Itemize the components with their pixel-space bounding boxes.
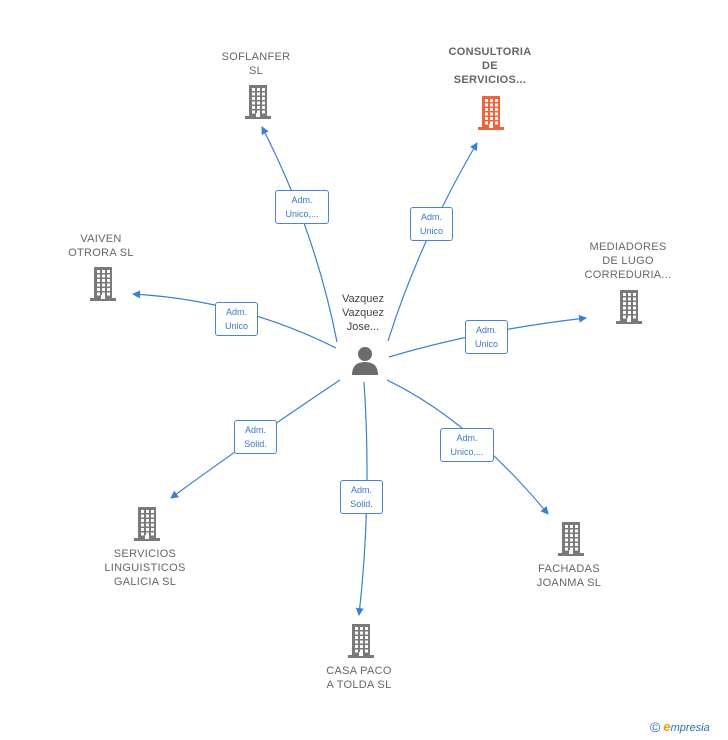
relation-label-line: Unico — [474, 339, 498, 349]
relation-label-line: Unico — [224, 321, 248, 331]
company-label-casapaco[interactable]: CASA PACO A TOLDA SL — [326, 664, 391, 692]
company-label-consultoria[interactable]: CONSULTORIA DE SERVICIOS... — [449, 45, 532, 87]
copyright-symbol: © — [650, 719, 661, 735]
building-icon[interactable] — [557, 522, 585, 556]
relation-label-line: Unico,... — [450, 447, 484, 457]
company-label-line: GALICIA SL — [113, 576, 177, 588]
building-icon[interactable] — [133, 507, 161, 541]
company-label-line: OTRORA SL — [68, 247, 134, 259]
person-name-line: Vazquez — [342, 307, 384, 319]
relation-label-mediadores[interactable]: Adm. Unico — [465, 320, 508, 354]
company-label-vaiven[interactable]: VAIVEN OTRORA SL — [68, 232, 134, 260]
person-name: Vazquez Vazquez Jose... — [342, 292, 384, 334]
company-label-line: CORREDURIA... — [584, 269, 672, 281]
company-label-line: SERVICIOS... — [453, 74, 527, 86]
relation-label-line: Adm. — [420, 212, 442, 222]
company-label-servicios[interactable]: SERVICIOS LINGUISTICOS GALICIA SL — [104, 547, 185, 589]
company-label-line: MEDIADORES — [589, 241, 667, 253]
company-label-line: FACHADAS — [538, 563, 600, 575]
relation-label-line: Adm. — [456, 433, 478, 443]
relation-label-fachadas[interactable]: Adm. Unico,... — [440, 428, 494, 462]
relation-label-line: Adm. — [225, 307, 247, 317]
company-label-soflanfer[interactable]: SOFLANFER SL — [222, 50, 291, 78]
relation-label-line: Solid. — [244, 439, 267, 449]
relation-label-servicios[interactable]: Adm. Solid. — [234, 420, 277, 454]
relation-label-casapaco[interactable]: Adm. Solid. — [340, 480, 383, 514]
company-label-mediadores[interactable]: MEDIADORES DE LUGO CORREDURIA... — [584, 240, 671, 282]
relation-edge-consultoria — [387, 142, 478, 342]
company-label-line: VAIVEN — [80, 233, 122, 245]
company-label-line: SOFLANFER — [221, 51, 291, 63]
company-label-line: LINGUISTICOS — [104, 562, 186, 574]
company-label-line: DE — [482, 60, 498, 72]
relation-label-line: Solid. — [350, 499, 373, 509]
brand-name: mpresia — [670, 722, 710, 734]
company-label-line: CASA PACO — [326, 665, 392, 677]
relation-label-soflanfer[interactable]: Adm. Unico,... — [275, 190, 329, 224]
company-label-line: DE LUGO — [602, 255, 654, 267]
relation-label-vaiven[interactable]: Adm. Unico — [215, 302, 258, 336]
company-label-line: JOANMA SL — [536, 577, 602, 589]
company-label-line: SL — [248, 65, 264, 77]
relation-edge-soflanfer — [261, 126, 338, 343]
brand-e: e — [663, 719, 671, 734]
relation-label-consultoria[interactable]: Adm. Unico — [410, 207, 453, 241]
relation-label-line: Adm. — [244, 425, 266, 435]
relation-label-line: Adm. — [291, 195, 313, 205]
company-label-line: SERVICIOS — [113, 548, 177, 560]
company-label-fachadas[interactable]: FACHADAS JOANMA SL — [537, 562, 601, 590]
brand-logo: © empresia — [650, 719, 710, 735]
building-icon[interactable] — [477, 96, 505, 130]
building-icon[interactable] — [615, 290, 643, 324]
relation-label-line: Unico,... — [285, 209, 319, 219]
person-icon[interactable] — [350, 345, 380, 375]
building-icon[interactable] — [244, 85, 272, 119]
building-icon[interactable] — [347, 624, 375, 658]
relation-label-line: Unico — [419, 226, 443, 236]
person-name-line: Vazquez — [342, 293, 384, 305]
company-label-line: CONSULTORIA — [448, 46, 532, 58]
building-icon[interactable] — [89, 267, 117, 301]
person-name-line: Jose... — [346, 321, 380, 333]
relation-label-line: Adm. — [350, 485, 372, 495]
relation-label-line: Adm. — [475, 325, 497, 335]
company-label-line: A TOLDA SL — [326, 679, 392, 691]
